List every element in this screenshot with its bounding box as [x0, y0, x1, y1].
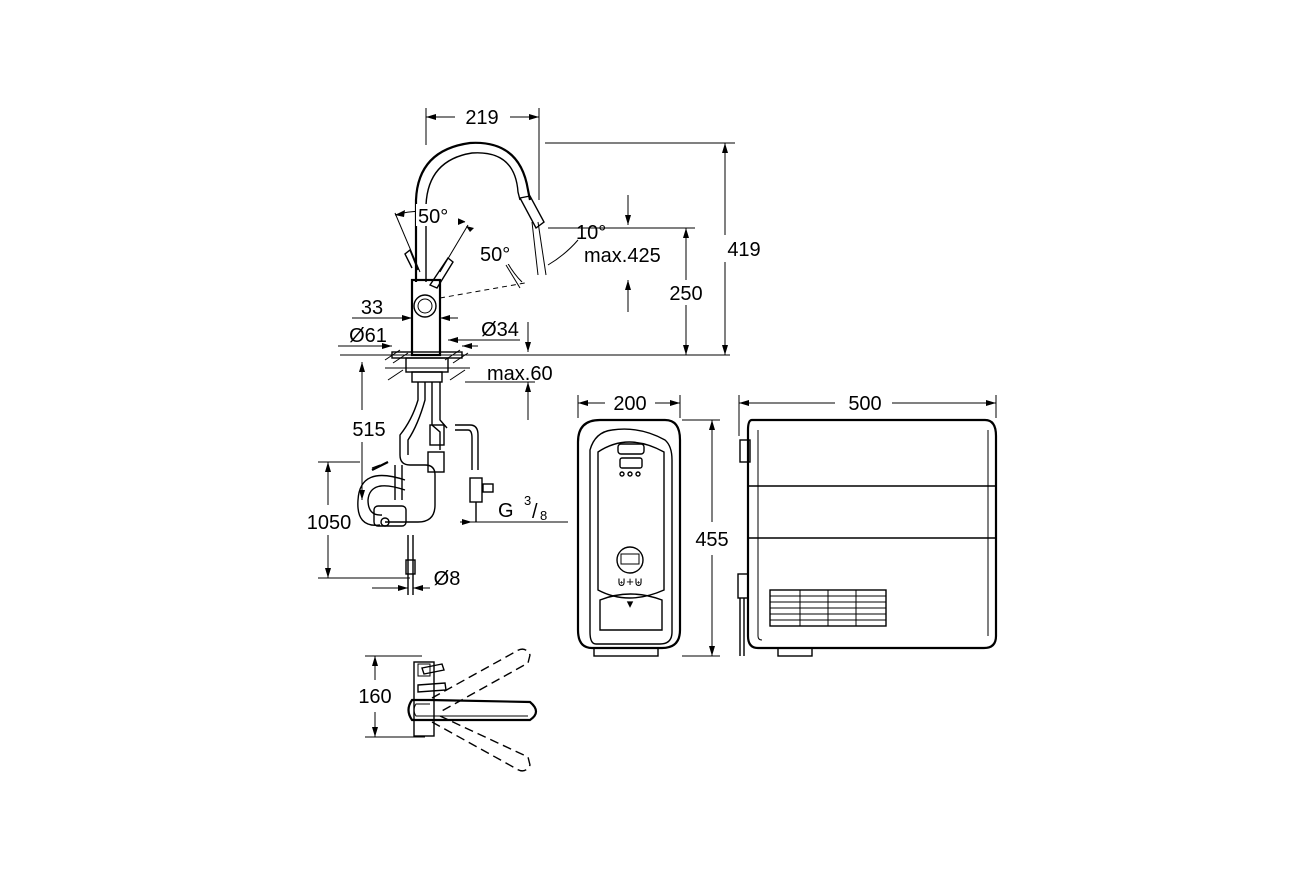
dim-1050: 1050 [307, 512, 352, 534]
spout-outer [414, 141, 532, 282]
fitting-2 [427, 451, 445, 473]
hose-c [455, 424, 479, 470]
dim-dia-61: Ø61 [349, 325, 387, 347]
thread-g: G [498, 500, 514, 522]
faucet-dimensions: 219 419 250 max.425 50° 50° 10° 33 [307, 107, 761, 591]
spout-swing-down [431, 715, 531, 772]
fitting-1 [429, 424, 445, 446]
dim-250: 250 [669, 283, 702, 305]
dim-515: 515 [352, 419, 385, 441]
hose-b [431, 382, 441, 450]
dim-219: 219 [465, 107, 498, 129]
angle-50-upper: 50° [418, 206, 448, 228]
spout-swing-up [431, 648, 531, 713]
loop-hose [357, 474, 406, 526]
hose-weight [373, 505, 407, 527]
boiler-side-view: 500 [737, 393, 998, 657]
spout-top [407, 698, 538, 722]
boiler-front-view: ⊎+⊎ ▾ 200 455 [576, 393, 729, 657]
vent-grille [769, 589, 887, 627]
dim-max-425: max.425 [584, 245, 661, 267]
dim-500: 500 [848, 393, 881, 415]
svg-text:/: / [532, 501, 538, 523]
dim-33: 33 [361, 297, 383, 319]
dim-160: 160 [358, 686, 391, 708]
filter-display [616, 546, 644, 574]
spout-inner [425, 152, 521, 282]
boiler-housing [576, 418, 682, 650]
angle-10: 10° [576, 222, 606, 244]
drop-icon: ▾ [627, 596, 634, 611]
hose-a [385, 382, 436, 523]
dim-200: 200 [613, 393, 646, 415]
thread-denominator: 8 [540, 508, 547, 523]
dim-455: 455 [695, 529, 728, 551]
handle-knob [413, 294, 437, 318]
lever [428, 256, 454, 289]
faucet-top-view: 160 [358, 648, 538, 772]
dim-dia-8: Ø8 [434, 568, 461, 590]
boiler-side-housing [746, 418, 998, 650]
thread-numerator: 3 [524, 493, 531, 508]
mount-nut [405, 357, 449, 373]
angle-50-lower: 50° [480, 244, 510, 266]
dim-419: 419 [727, 239, 760, 261]
spray-head [518, 195, 545, 230]
front-panel [597, 441, 665, 599]
cup-icon: ⊎+⊎ [617, 574, 644, 589]
dim-dia-34: Ø34 [481, 319, 519, 341]
counter-top [384, 349, 470, 381]
angle-valve [469, 477, 483, 503]
dim-max-60: max.60 [487, 363, 553, 385]
